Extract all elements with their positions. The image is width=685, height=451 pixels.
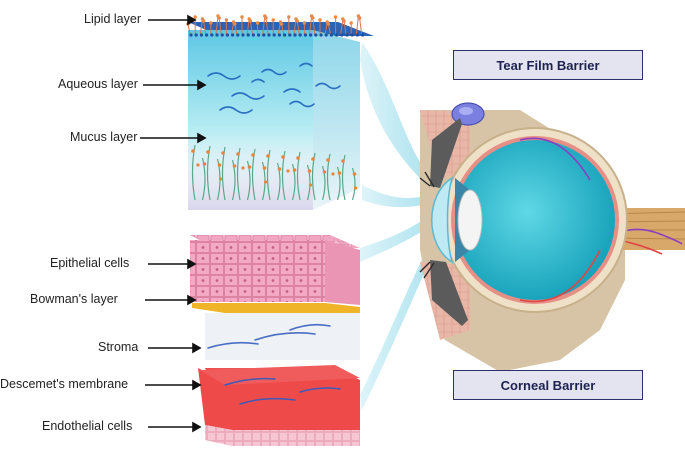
tear-film-cube xyxy=(186,14,374,210)
eye-cross-section xyxy=(419,102,685,372)
label-arrows xyxy=(140,14,207,433)
label-endothelial-cells: Endothelial cells xyxy=(42,419,133,433)
label-stroma: Stroma xyxy=(98,340,139,354)
label-lipid-layer: Lipid layer xyxy=(84,12,141,26)
label-aqueous-layer: Aqueous layer xyxy=(58,77,138,91)
label-descemets-membrane: Descemet's membrane xyxy=(0,377,129,391)
label-mucus-layer: Mucus layer xyxy=(70,130,138,144)
corneal-barrier-box: Corneal Barrier xyxy=(453,370,643,400)
tear-film-barrier-box: Tear Film Barrier xyxy=(453,50,643,80)
connection-beams xyxy=(360,42,440,410)
label-bowmans-layer: Bowman's layer xyxy=(30,292,118,306)
label-epithelial-cells: Epithelial cells xyxy=(50,256,130,270)
cornea-block xyxy=(190,235,360,446)
